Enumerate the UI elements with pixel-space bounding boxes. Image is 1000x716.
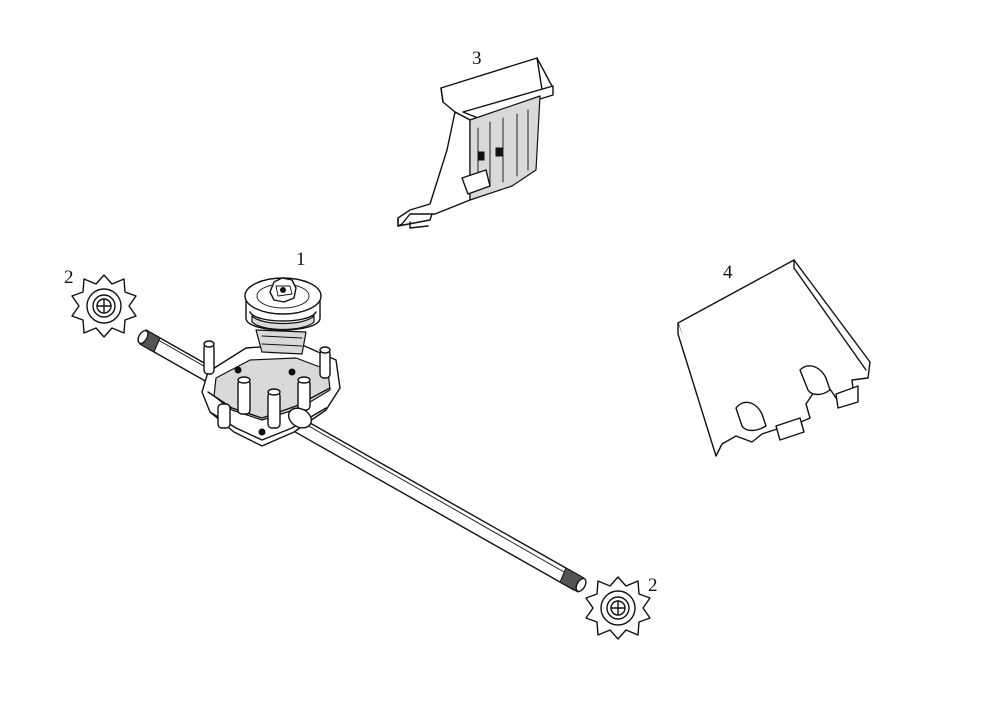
mounting-bracket-icon [397, 57, 554, 229]
callout-part-2-right: 2 [648, 575, 658, 596]
splined-gear-icon-left [71, 274, 137, 338]
callout-part-3: 3 [472, 48, 482, 69]
transaxle-gearbox-icon [137, 277, 587, 593]
callout-part-1: 1 [296, 249, 306, 270]
callout-part-4: 4 [723, 262, 733, 283]
cover-plate-icon [677, 259, 871, 457]
drive-pulley [244, 277, 322, 331]
splined-gear-icon-right [585, 576, 651, 640]
axle-right-knurled-end [559, 567, 587, 593]
axle-left-knurled-end [137, 329, 161, 353]
callout-part-2-left: 2 [64, 267, 74, 288]
